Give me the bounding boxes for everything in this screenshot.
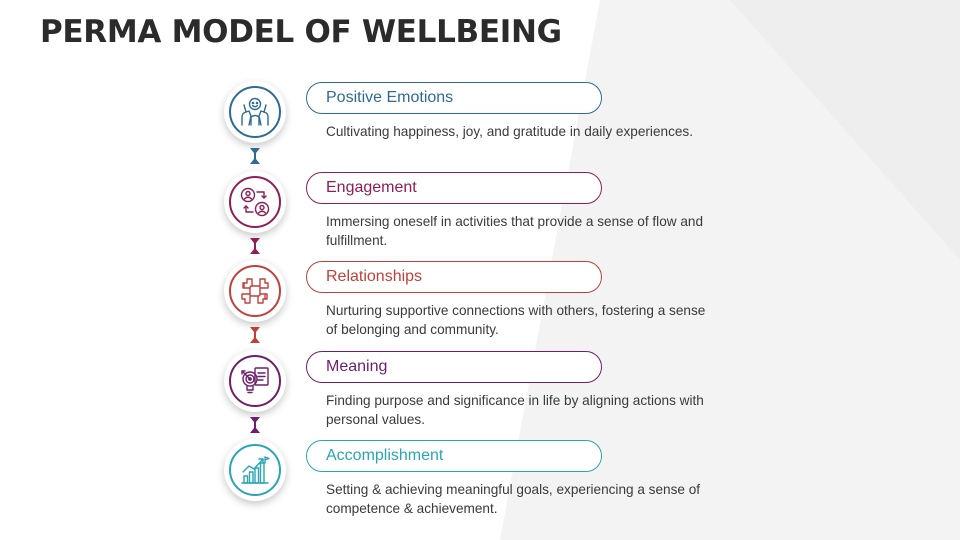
growth-chart-icon	[241, 456, 270, 484]
step-label: Meaning	[326, 358, 388, 375]
step-description: Setting & achieving meaningful goals, ex…	[326, 482, 701, 516]
step-description: Cultivating happiness, joy, and gratitud…	[326, 124, 693, 139]
connector-icon	[250, 417, 260, 433]
happy-people-icon	[241, 97, 269, 126]
step-label-pill: Accomplishment	[306, 440, 602, 472]
step-label: Accomplishment	[326, 447, 444, 464]
step-icon-circle	[224, 171, 286, 233]
step-label: Relationships	[326, 268, 423, 285]
step-description: Immersing oneself in activities that pro…	[326, 214, 704, 248]
people-exchange-icon	[240, 187, 270, 217]
step-icon-circle	[224, 260, 286, 322]
target-idea-icon	[241, 367, 269, 394]
step-icon-circle	[224, 439, 286, 501]
joined-hands-icon	[241, 278, 269, 304]
connector-icon	[250, 148, 260, 164]
connector-icon	[250, 238, 260, 254]
page-title: PERMA MODEL OF WELLBEING	[40, 14, 562, 50]
step-label: Engagement	[326, 179, 417, 196]
step-description: Nurturing supportive connections with ot…	[326, 303, 706, 337]
step-engagement: Engagement Immersing oneself in activiti…	[0, 171, 960, 261]
step-label: Positive Emotions	[326, 89, 454, 106]
step-accomplishment: Accomplishment Setting & achieving meani…	[0, 439, 960, 529]
step-label-pill: Meaning	[306, 351, 602, 383]
step-icon-circle	[224, 81, 286, 143]
step-positive-emotions: Positive Emotions Cultivating happiness,…	[0, 81, 960, 171]
step-description: Finding purpose and significance in life…	[326, 393, 704, 427]
step-label-pill: Relationships	[306, 261, 602, 293]
step-label-pill: Positive Emotions	[306, 82, 602, 114]
step-icon-circle	[224, 350, 286, 412]
connector-icon	[250, 327, 260, 343]
step-label-pill: Engagement	[306, 172, 602, 204]
step-relationships: Relationships Nurturing supportive conne…	[0, 260, 960, 350]
step-meaning: Meaning Finding purpose and significance…	[0, 350, 960, 440]
